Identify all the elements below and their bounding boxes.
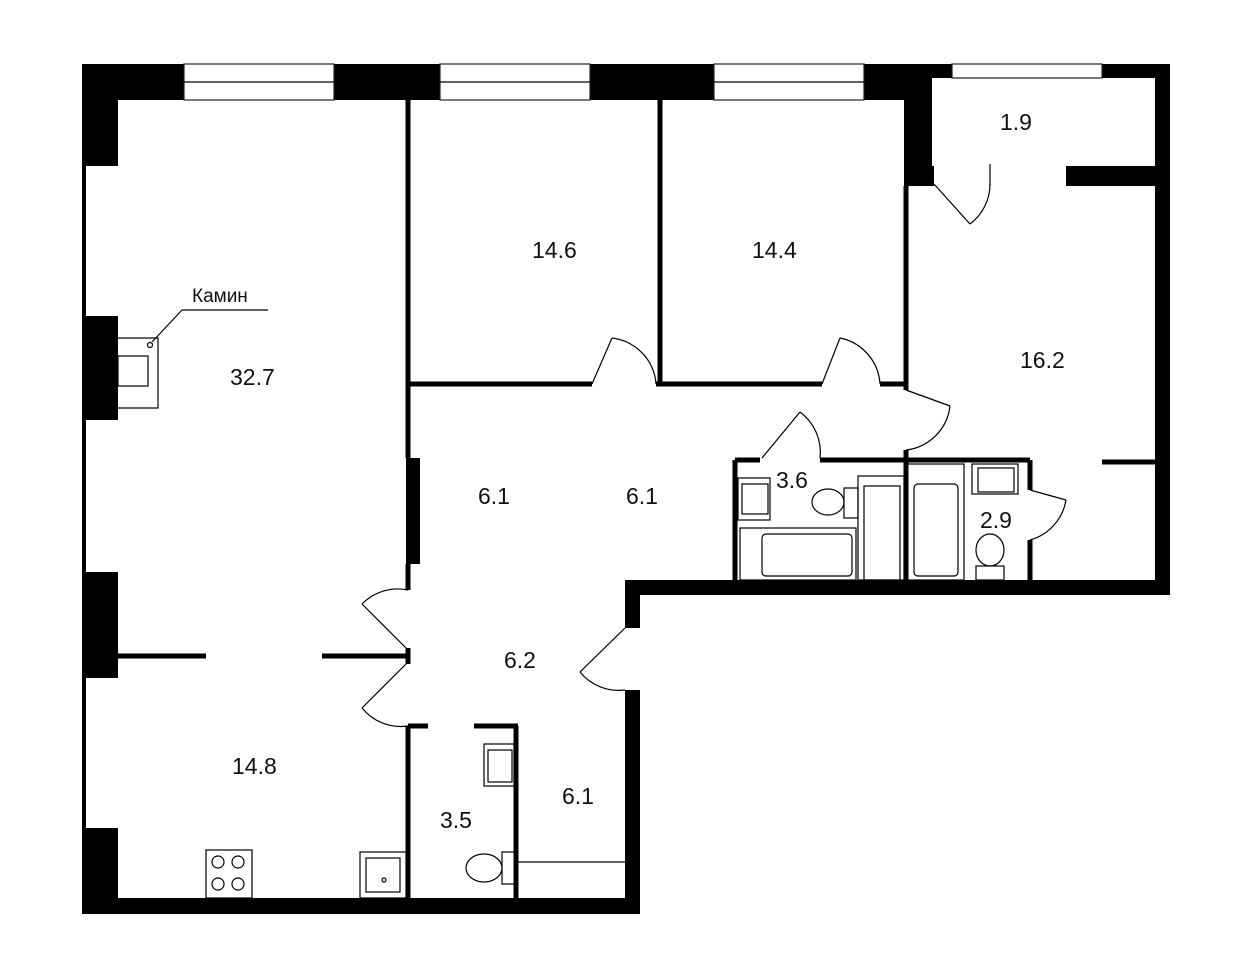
kitchen-sink-icon bbox=[359, 851, 407, 899]
window bbox=[951, 63, 1103, 79]
sink-icon bbox=[737, 477, 771, 521]
windows bbox=[183, 63, 1103, 101]
sink-icon bbox=[483, 743, 515, 787]
room-area-bedroom-2: 14.4 bbox=[752, 237, 797, 263]
toilet-icon bbox=[811, 487, 859, 519]
door[interactable] bbox=[933, 164, 991, 225]
room-area-kitchen: 14.8 bbox=[232, 753, 277, 779]
room-area-wc: 3.5 bbox=[440, 807, 472, 833]
door[interactable] bbox=[361, 661, 409, 728]
room-area-storage: 6.1 bbox=[562, 783, 594, 809]
room-area-hall-right: 6.1 bbox=[626, 483, 658, 509]
stove-icon bbox=[205, 849, 253, 899]
fireplace-label: Камин bbox=[192, 286, 248, 307]
shower-icon bbox=[857, 475, 905, 581]
toilet-icon bbox=[465, 851, 517, 885]
room-area-bathroom-1: 3.6 bbox=[776, 467, 808, 493]
bathtub-icon bbox=[905, 463, 965, 581]
door[interactable] bbox=[905, 389, 951, 451]
door[interactable] bbox=[591, 337, 657, 385]
door[interactable] bbox=[761, 411, 821, 459]
door[interactable] bbox=[579, 627, 626, 691]
room-area-living: 32.7 bbox=[230, 364, 275, 390]
sink-icon bbox=[971, 463, 1019, 495]
room-area-hall-entry: 6.2 bbox=[504, 647, 536, 673]
door[interactable] bbox=[821, 337, 881, 385]
room-area-bathroom-2: 2.9 bbox=[980, 507, 1012, 533]
room-area-bedroom-3: 16.2 bbox=[1020, 347, 1065, 373]
bathtub-icon bbox=[739, 527, 857, 581]
toilet-icon bbox=[975, 533, 1005, 581]
door[interactable] bbox=[1029, 489, 1067, 541]
door[interactable] bbox=[361, 588, 409, 651]
interior-walls bbox=[118, 100, 1157, 898]
room-area-bedroom-1: 14.6 bbox=[532, 237, 577, 263]
doors bbox=[361, 164, 1067, 728]
exterior-walls bbox=[82, 64, 1170, 914]
fireplace bbox=[115, 309, 268, 409]
room-area-balcony: 1.9 bbox=[1000, 109, 1032, 135]
room-area-hall-left: 6.1 bbox=[478, 483, 510, 509]
room-labels: 32.7 14.6 14.4 1.9 16.2 6.1 6.1 3.6 2.9 … bbox=[192, 109, 1065, 833]
